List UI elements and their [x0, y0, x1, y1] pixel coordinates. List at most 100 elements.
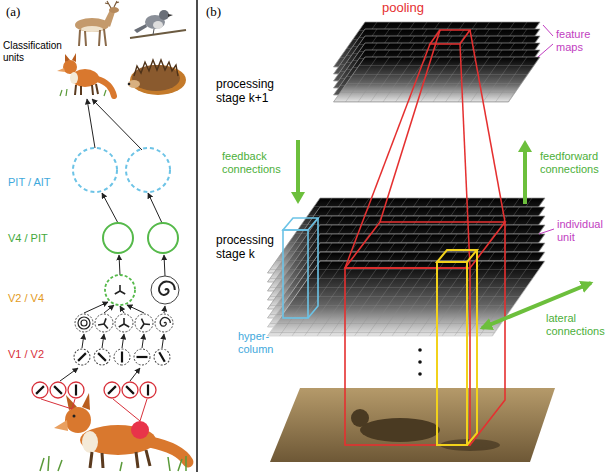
- feature-map-stack-bottom: [267, 261, 545, 336]
- bird-illustration: [134, 24, 147, 33]
- receptive-field-units: [29, 379, 156, 402]
- pooling-region: [470, 222, 505, 445]
- receptive-field-lines: [41, 399, 147, 421]
- feedforward-arrows: [130, 368, 140, 381]
- annotation-label: individual unit: [557, 218, 613, 243]
- feedforward-arrows: [60, 368, 78, 381]
- arrow-head: [291, 192, 305, 204]
- pooling-region: [345, 44, 430, 268]
- bird-illustration: [168, 14, 173, 17]
- input-fox-illustration: [90, 450, 150, 468]
- feature-map-stack-top: [333, 57, 540, 102]
- v2-v4-units: [160, 318, 170, 327]
- input-fox-illustration: [82, 431, 98, 453]
- v1-v2-units: [134, 349, 150, 365]
- annotation-label: V1 / V2: [8, 348, 44, 361]
- feedforward-arrows: [82, 334, 84, 348]
- annotation-label: V2 / V4: [8, 292, 44, 305]
- connection-arrow: [291, 140, 305, 204]
- input-fox-illustration: [82, 393, 90, 410]
- v1-v2-units: [71, 346, 173, 369]
- v1-v2-units: [114, 349, 130, 365]
- receptive-field-lines: [41, 399, 72, 409]
- v2-v4-units: [78, 317, 90, 329]
- ellipsis-dots: [418, 360, 422, 364]
- hyper-column-prism: [283, 218, 318, 230]
- bird-illustration: [153, 21, 163, 29]
- hedgehog-illustration: [128, 83, 131, 86]
- panel-divider: [196, 0, 198, 472]
- receptive-field-units: [101, 379, 124, 402]
- bird-illustration: [159, 10, 169, 20]
- fox-illustration: [57, 68, 65, 72]
- v2-v4-units: [159, 281, 175, 294]
- feedforward-arrows: [148, 193, 162, 223]
- input-photo: [351, 409, 369, 427]
- input-photo: [270, 388, 555, 462]
- hyper-column-prism: [308, 218, 318, 318]
- unit-column: [437, 250, 477, 262]
- receptive-field-lines: [72, 399, 75, 409]
- panel-letter: (a): [6, 5, 20, 20]
- deer-illustration: [105, 1, 119, 8]
- v1-v2-units: [91, 346, 114, 369]
- pit-ait-units: [126, 148, 170, 192]
- annotation-label: V4 / PIT: [8, 232, 48, 245]
- pooling-region: [380, 30, 440, 222]
- unit-column: [437, 262, 467, 445]
- fox-illustration: [97, 79, 114, 96]
- hedgehog-illustration: [128, 60, 186, 95]
- pooling-region: [345, 222, 505, 268]
- bird-illustration: [130, 10, 186, 38]
- ellipsis-dots: [418, 372, 422, 376]
- feature-map-stack-top: [333, 57, 540, 102]
- input-fox-illustration: [73, 415, 76, 418]
- leader-lines: [539, 229, 554, 234]
- feedforward-arrows: [127, 305, 144, 313]
- feedforward-arrows: [162, 334, 164, 348]
- v2-v4-units: [155, 314, 173, 332]
- annotation-label: feature maps: [556, 28, 612, 53]
- processing-stage: processing stage k+1: [214, 22, 599, 140]
- feature-map-stack-bottom: [267, 261, 545, 336]
- v1-v2-units: [151, 346, 173, 368]
- fox-illustration: [63, 60, 77, 74]
- feedforward-arrows: [60, 99, 165, 381]
- arrow-head: [518, 140, 532, 152]
- stage-heading: processing stage k: [216, 233, 301, 262]
- receptive-field-lines: [113, 399, 140, 421]
- v2-v4-units: [119, 318, 129, 327]
- annotation-label: PIT / AIT: [8, 176, 51, 189]
- fox-illustration: [75, 84, 98, 95]
- panel-letter: (b): [206, 5, 221, 20]
- hyper-column-prism: [283, 218, 318, 318]
- feedforward-arrows: [84, 302, 108, 313]
- input-fox-illustration: [65, 407, 91, 433]
- pit-ait-units: [73, 148, 117, 192]
- pooling-region: [345, 30, 505, 445]
- v2-v4-units: [75, 275, 179, 332]
- v4-pit-units: [148, 223, 178, 253]
- fox-illustration: [72, 53, 76, 62]
- feedforward-arrows: [92, 99, 142, 150]
- v2-v4-units: [75, 314, 93, 332]
- v2-v4-units: [115, 285, 125, 294]
- v2-v4-units: [95, 314, 113, 332]
- v2-v4-units: [137, 316, 150, 329]
- fox-illustration: [71, 69, 99, 87]
- deer-illustration: [75, 1, 119, 46]
- processing-stage: processing stage k: [214, 204, 604, 390]
- receptive-field-units: [119, 379, 142, 402]
- receptive-field-units: [29, 379, 52, 402]
- feedforward-arrows: [122, 334, 124, 348]
- feature-map-stack-bottom: [267, 261, 545, 336]
- input-fox-illustration: [54, 420, 68, 431]
- pooling-region: [470, 30, 505, 222]
- v2-v4-units: [98, 317, 111, 329]
- unit-column: [467, 250, 477, 445]
- v4-pit-units: [103, 223, 133, 253]
- annotation-label: pooling: [382, 1, 424, 16]
